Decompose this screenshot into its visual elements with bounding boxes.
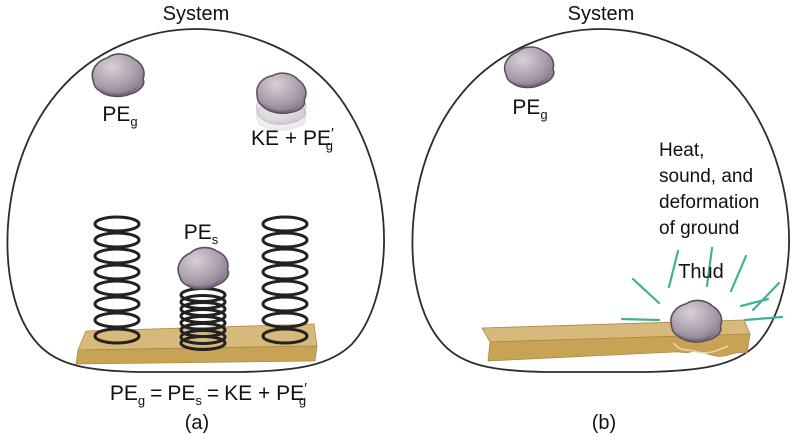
springs: [93, 215, 309, 351]
thud-label: Thud: [678, 261, 724, 283]
pe-s-label: PEs: [184, 221, 219, 247]
pe-g-sub-b: g: [540, 107, 548, 122]
ke-pe-prime: ′: [330, 125, 334, 142]
spring-left: [93, 215, 141, 345]
ke-pe-label-a: KE + PE′g: [250, 125, 334, 153]
energy-equation: PEg=PEs=KE + PE′g: [109, 380, 307, 408]
eq-term3-prime: ′: [304, 380, 307, 397]
eq-equals-2: =: [206, 382, 220, 405]
eq-term3: KE + PE: [224, 382, 305, 405]
pe-s-base: PE: [183, 221, 212, 244]
eq-term1: PE: [109, 382, 138, 405]
pe-g-label-a: PEg: [102, 103, 137, 129]
eq-term3-sub: g: [298, 393, 307, 408]
ke-pe-sub: g: [325, 138, 334, 153]
caption-a: (a): [184, 412, 210, 434]
ke-pe-base: KE + PE: [250, 127, 331, 150]
eq-term2: PE: [167, 382, 196, 405]
ground-deformation: [673, 342, 729, 354]
pe-g-base-a: PE: [102, 103, 131, 126]
impact-lines: [620, 246, 784, 322]
rock-impact-b: [669, 298, 724, 345]
system-boundary-a: [6, 28, 385, 373]
eq-equals-1: =: [150, 382, 163, 405]
heat-sound-annotation: Heat, sound, and deformation of ground: [659, 140, 760, 239]
system-boundary-b: [411, 28, 790, 373]
pe-g-base-b: PE: [512, 96, 541, 119]
rock-resting-a: [91, 53, 145, 98]
system-label-b: System: [567, 3, 635, 25]
pe-s-sub: s: [211, 232, 219, 247]
pe-g-label-b: PEg: [512, 96, 547, 122]
eq-term1-sub: g: [137, 393, 146, 408]
caption-b: (b): [591, 412, 617, 434]
system-boundaries: [6, 28, 790, 373]
eq-term2-sub: s: [195, 393, 202, 408]
pe-g-sub-a: g: [130, 114, 138, 129]
rock-on-spring-a: [175, 244, 231, 293]
system-label-a: System: [162, 3, 230, 25]
spring-right: [261, 215, 309, 345]
